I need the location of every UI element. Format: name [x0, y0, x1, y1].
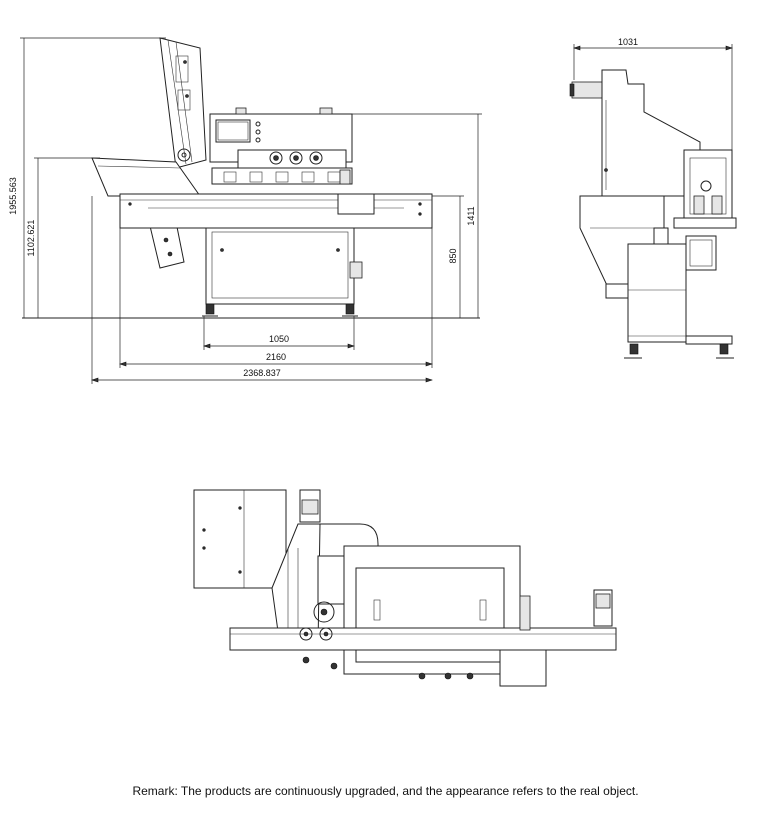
remark-note: Remark: The products are continuously up… [132, 784, 639, 798]
front-view: 1955.563 1102.621 1411 850 1050 2160 236… [8, 37, 482, 384]
dim-table-length: 2160 [266, 352, 286, 362]
dim-overall-length: 2368.837 [243, 368, 281, 378]
dim-height-right: 1411 [466, 206, 476, 225]
dim-table-height: 850 [448, 248, 458, 263]
top-view [193, 489, 617, 687]
side-view: 1031 [569, 37, 737, 359]
dim-overall-height: 1955.563 [8, 177, 18, 215]
dim-infeed-height: 1102.621 [26, 220, 36, 257]
dim-frame-length: 1050 [269, 334, 289, 344]
dim-side-width: 1031 [618, 37, 638, 47]
